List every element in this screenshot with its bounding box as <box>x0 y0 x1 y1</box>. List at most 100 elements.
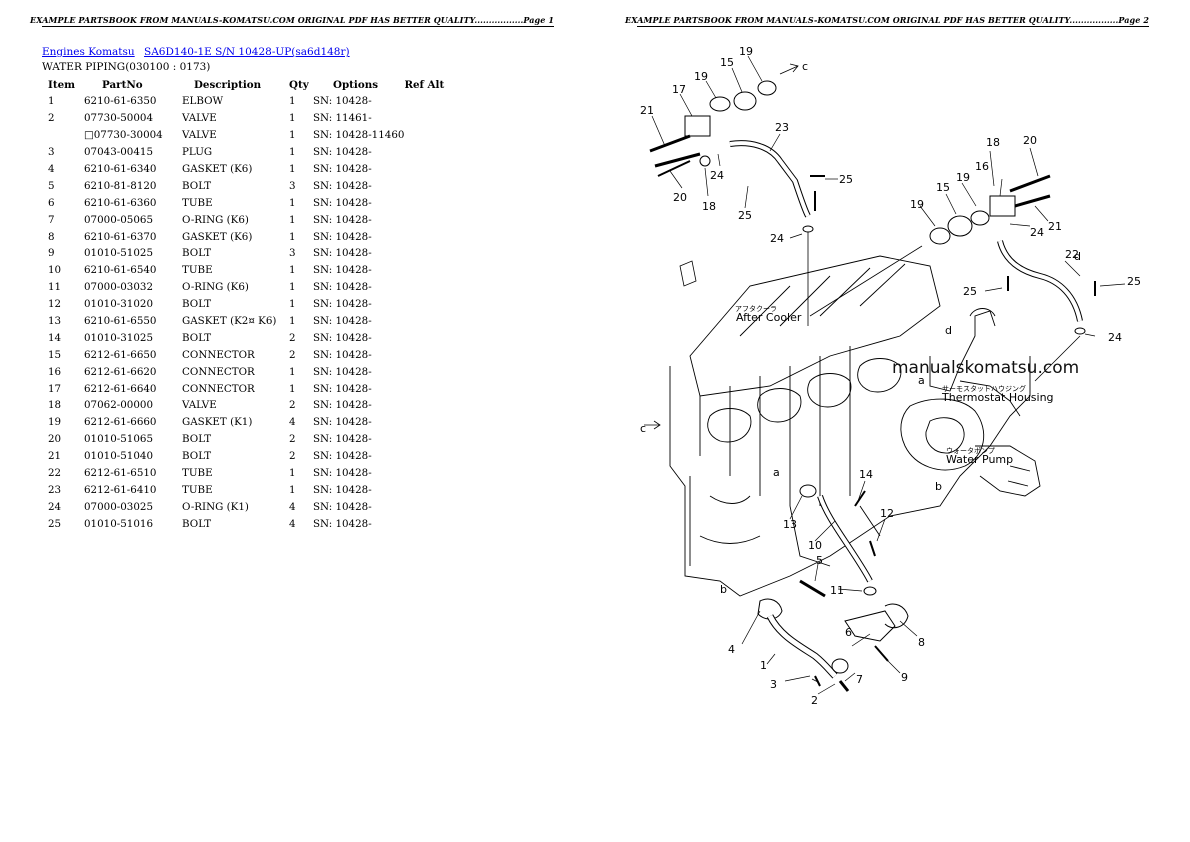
cell-options: SN: 10428- <box>313 298 372 311</box>
water-pump-jp: ウォータポンプ <box>946 446 995 455</box>
cell-item: 7 <box>48 213 55 226</box>
callout-25-d: 25 <box>963 285 977 298</box>
callout-9: 9 <box>901 671 908 684</box>
cell-refalt <box>404 228 454 245</box>
marker-c-top: c <box>802 60 808 73</box>
callout-24-c: 24 <box>1030 226 1044 239</box>
cell-options: SN: 10428- <box>313 281 372 294</box>
cell-item: 21 <box>48 450 62 463</box>
breadcrumb-link-engines[interactable]: Engines Komatsu <box>42 46 135 58</box>
exploded-parts-diagram: c c d d a b b a 21 17 19 15 19 23 24 20 … <box>640 45 1141 707</box>
cell-refalt <box>404 296 454 313</box>
cell-qty: 2 <box>289 433 296 446</box>
cell-refalt <box>404 363 454 380</box>
cell-refalt <box>404 211 454 228</box>
cell-description: BOLT <box>182 433 212 446</box>
cell-options: SN: 10428- <box>313 450 372 463</box>
cell-item: 10 <box>48 264 62 277</box>
cell-options: SN: 10428- <box>313 196 372 209</box>
cell-refalt <box>404 279 454 296</box>
cell-item: 16 <box>48 365 62 378</box>
callout-22: 22 <box>1065 248 1079 261</box>
callout-14: 14 <box>859 468 873 481</box>
cell-item: 20 <box>48 433 62 446</box>
cell-partno: 6212-61-6660 <box>84 416 157 429</box>
engine-block <box>669 255 1041 597</box>
callout-13: 13 <box>783 518 797 531</box>
cell-partno: 6210-61-6340 <box>84 163 157 175</box>
cell-partno: 01010-51040 <box>84 450 153 463</box>
page-header: EXAMPLE PARTSBOOK FROM MANUALS-KOMATSU.C… <box>30 15 554 27</box>
page-header: EXAMPLE PARTSBOOK FROM MANUALS-KOMATSU.C… <box>625 15 1149 27</box>
arrow-markers <box>644 63 799 430</box>
cell-item: 6 <box>48 196 55 209</box>
arrow-c-left <box>644 420 661 430</box>
header-partno: PartNo <box>102 78 143 91</box>
callout-4: 4 <box>728 643 735 656</box>
cell-description: GASKET (K6) <box>182 230 253 243</box>
marker-d-top: d <box>1074 250 1081 263</box>
after-cooler-label: After Cooler <box>736 311 802 324</box>
table-header-row: Item PartNo Description Qty Options Ref … <box>42 76 454 93</box>
cell-item: 18 <box>48 399 62 412</box>
cell-refalt <box>404 93 454 110</box>
marker-a: a <box>773 466 780 479</box>
cell-item: 2 <box>48 112 55 125</box>
cell-refalt <box>404 431 454 448</box>
callout-20: 20 <box>673 191 687 204</box>
cell-item: 25 <box>48 517 62 530</box>
cell-description: O-RING (K1) <box>182 500 249 513</box>
marker-b-bottom: b <box>720 583 727 596</box>
callout-21: 21 <box>640 104 654 117</box>
cell-description: TUBE <box>182 483 213 496</box>
cell-description: GASKET (K2¤ K6) <box>182 315 277 328</box>
callout-24-b: 24 <box>770 232 784 245</box>
cell-partno: 07730-50004 <box>84 112 153 125</box>
callout-19-b: 19 <box>739 45 753 58</box>
cell-refalt <box>404 262 454 279</box>
page-header-text: EXAMPLE PARTSBOOK FROM MANUALS-KOMATSU.C… <box>30 15 554 25</box>
cell-options: SN: 10428- <box>313 315 372 328</box>
page-2: EXAMPLE PARTSBOOK FROM MANUALS-KOMATSU.C… <box>595 0 1190 842</box>
cell-partno: 01010-51016 <box>84 517 153 530</box>
cell-options: SN: 10428- <box>313 467 372 480</box>
cell-qty: 2 <box>289 331 296 344</box>
cell-options: SN: 10428- <box>313 399 372 412</box>
callout-21-b: 21 <box>1048 220 1062 233</box>
cell-partno: 07062-00000 <box>84 399 153 412</box>
cell-refalt <box>404 481 454 498</box>
cell-options: SN: 10428- <box>313 433 372 446</box>
cell-item: 4 <box>48 163 55 175</box>
breadcrumb-link-model[interactable]: SA6D140-1E S/N 10428-UP(sa6d148r) <box>144 46 350 58</box>
cell-description: BOLT <box>182 331 212 344</box>
cell-partno: 6212-61-6410 <box>84 483 157 496</box>
cell-item: 3 <box>48 146 55 159</box>
callout-24-a: 24 <box>710 169 724 182</box>
cell-partno: 6210-61-6550 <box>84 315 157 328</box>
cell-qty: 1 <box>289 281 296 294</box>
component-labels: アフタクーラ After Cooler サーモスタットハウジング Thermos… <box>735 304 1054 466</box>
cell-qty: 1 <box>289 163 296 175</box>
page-header-text: EXAMPLE PARTSBOOK FROM MANUALS-KOMATSU.C… <box>625 15 1149 25</box>
connector-15-a <box>733 91 757 111</box>
header-options: Options <box>333 78 378 91</box>
callout-8: 8 <box>918 636 925 649</box>
letter-markers: c c d d a b b a <box>640 60 1081 596</box>
cell-description: O-RING (K6) <box>182 213 249 226</box>
cell-item: 14 <box>48 331 62 344</box>
cell-description: BOLT <box>182 247 212 260</box>
callout-6: 6 <box>845 626 852 639</box>
cell-refalt <box>404 127 454 144</box>
cell-options: SN: 11461- <box>313 112 372 125</box>
